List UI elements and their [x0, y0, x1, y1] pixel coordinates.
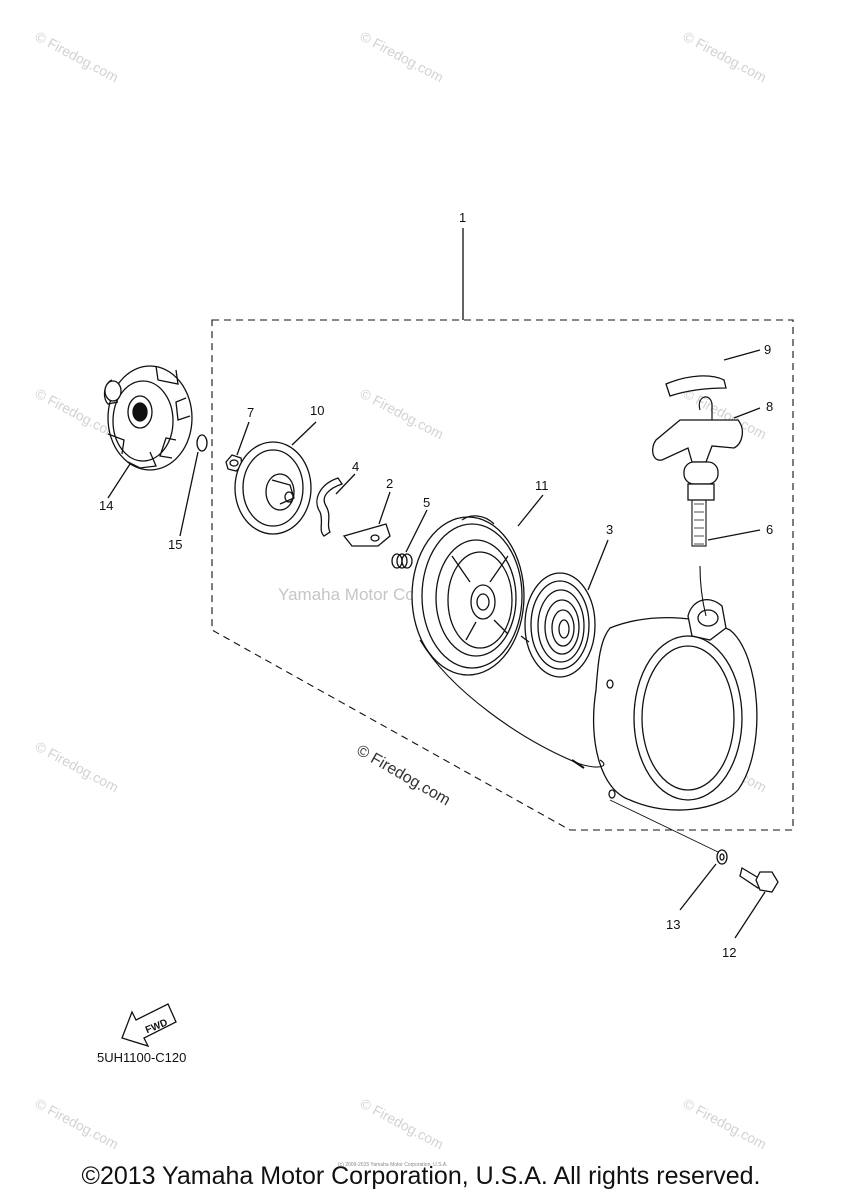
pawl-icon	[342, 523, 391, 547]
callout-13: 13	[666, 917, 681, 932]
leader-14	[107, 463, 131, 499]
spring-clip-icon	[316, 477, 344, 537]
spiral-spring-icon	[520, 572, 596, 678]
callout-11: 11	[535, 478, 549, 493]
starter-rope	[419, 639, 605, 768]
callout-10: 10	[310, 403, 325, 418]
leader-4	[335, 473, 356, 495]
callout-1: 1	[459, 210, 467, 225]
callout-6: 6	[766, 522, 774, 537]
leader-12	[734, 891, 766, 939]
leader-8	[733, 407, 761, 419]
copyright-footer: ©2013 Yamaha Motor Corporation, U.S.A. A…	[81, 1162, 761, 1190]
starter-handle-icon	[651, 396, 744, 501]
leader-13	[679, 863, 717, 911]
callout-4: 4	[352, 459, 360, 474]
callout-5: 5	[423, 495, 431, 510]
leader-15	[179, 451, 199, 537]
o-ring-icon	[196, 434, 208, 452]
bolt-icon	[739, 866, 779, 893]
washer-icon	[716, 849, 728, 865]
callout-2: 2	[386, 476, 394, 491]
leader-10	[291, 421, 317, 446]
callout-8: 8	[766, 399, 774, 414]
leader-3	[587, 539, 609, 591]
reel-icon	[411, 515, 525, 676]
callout-15: 15	[168, 537, 183, 552]
fwd-arrow-icon: FWD	[121, 1003, 177, 1048]
part-code: 5UH1100-C120	[97, 1050, 187, 1065]
leader-9	[723, 349, 761, 361]
callout-3: 3	[606, 522, 614, 537]
leader-5	[405, 509, 428, 553]
callout-12: 12	[722, 945, 737, 960]
callout-14: 14	[99, 498, 114, 513]
leader-11	[517, 494, 544, 527]
leader-6	[707, 529, 761, 541]
callout-7: 7	[247, 405, 255, 420]
starter-rope	[699, 565, 707, 617]
leader-7	[236, 421, 250, 456]
leader-2	[378, 491, 391, 525]
tiny-copyright: (c) 2009-2015 Yamaha Motor Corporation, …	[338, 1162, 448, 1168]
assembly-boundary	[211, 319, 794, 831]
starter-case-icon	[593, 599, 758, 811]
coil-spring-icon	[391, 553, 413, 569]
drive-pulley-icon	[103, 365, 193, 471]
callout-9: 9	[764, 342, 772, 357]
handle-cap-icon	[665, 375, 727, 397]
plate-icon	[234, 441, 312, 535]
